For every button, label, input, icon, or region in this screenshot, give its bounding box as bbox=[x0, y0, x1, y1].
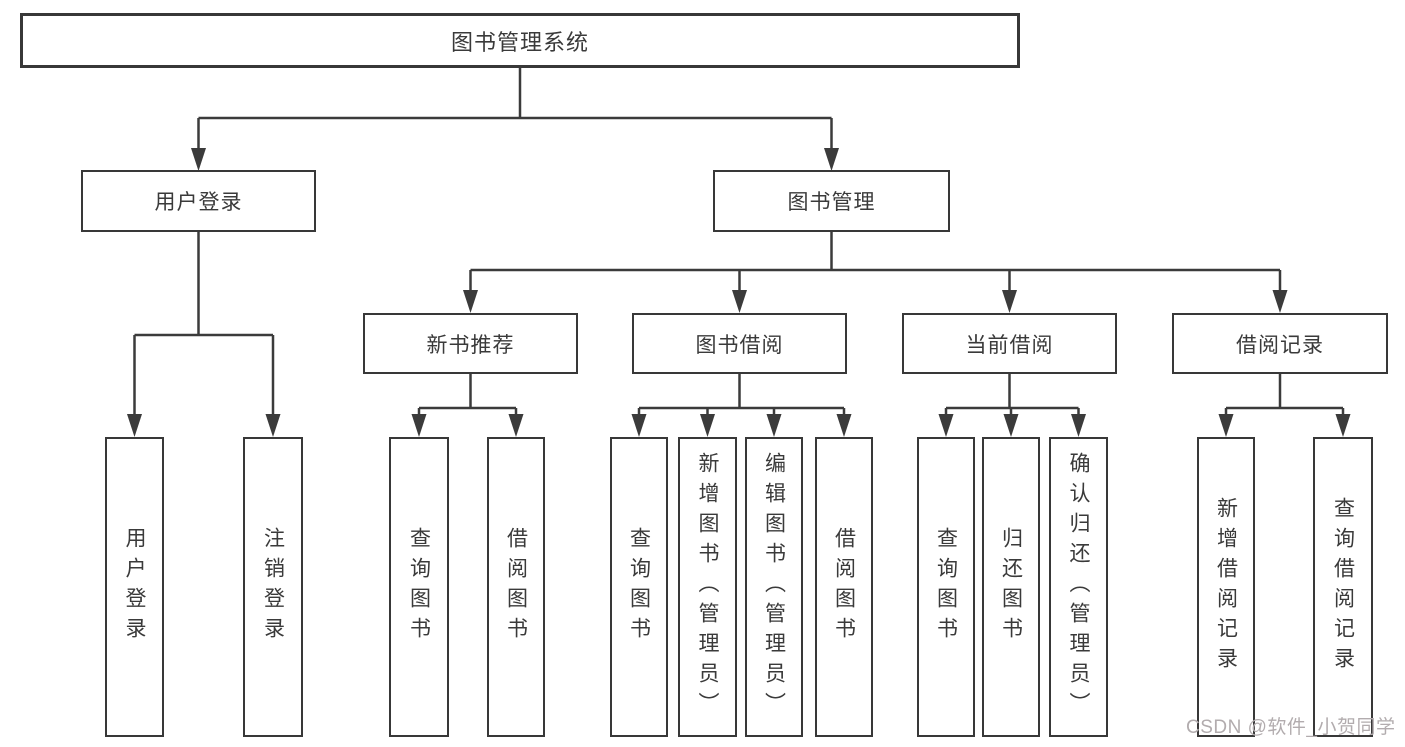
watermark: CSDN @软件_小贺同学 bbox=[1186, 717, 1396, 738]
connector-borrow-record-children bbox=[1218, 374, 1351, 437]
leaf-user-login-label: 用户登录 bbox=[123, 527, 146, 647]
node-current-borrow-label: 当前借阅 bbox=[965, 333, 1054, 357]
node-user-login-label: 用户登录 bbox=[154, 191, 243, 214]
connector-root-to-level2 bbox=[191, 68, 839, 171]
leaf-borrow-book-2: 借阅图书 bbox=[815, 437, 873, 737]
leaf-query-borrow-record: 查询借阅记录 bbox=[1313, 437, 1373, 737]
leaf-add-book-admin-label: 新增图书（管理员） bbox=[696, 452, 719, 722]
node-current-borrow: 当前借阅 bbox=[902, 313, 1117, 374]
leaf-confirm-return-admin-label: 确认归还（管理员） bbox=[1067, 452, 1090, 722]
leaf-edit-book-admin: 编辑图书（管理员） bbox=[745, 437, 803, 737]
leaf-edit-book-admin-label: 编辑图书（管理员） bbox=[762, 452, 786, 722]
node-book-mgmt: 图书管理 bbox=[713, 170, 950, 232]
node-root-label: 图书管理系统 bbox=[450, 29, 589, 55]
leaf-query-book-2-label: 查询图书 bbox=[627, 527, 651, 647]
leaf-logout-label: 注销登录 bbox=[261, 527, 285, 647]
node-root: 图书管理系统 bbox=[20, 13, 1020, 68]
node-user-login: 用户登录 bbox=[81, 170, 316, 232]
leaf-query-book-1: 查询图书 bbox=[389, 437, 449, 737]
connector-new-book-children bbox=[411, 374, 524, 437]
leaf-query-borrow-record-label: 查询借阅记录 bbox=[1331, 497, 1355, 677]
leaf-borrow-book-1-label: 借阅图书 bbox=[504, 527, 528, 647]
node-book-borrow-label: 图书借阅 bbox=[695, 333, 784, 357]
leaf-logout: 注销登录 bbox=[243, 437, 303, 737]
leaf-add-book-admin: 新增图书（管理员） bbox=[678, 437, 737, 737]
leaf-add-borrow-record-label: 新增借阅记录 bbox=[1214, 497, 1238, 677]
connector-current-borrow-children bbox=[938, 374, 1086, 437]
connector-book-mgmt-to-modules bbox=[463, 232, 1288, 313]
leaf-return-book: 归还图书 bbox=[982, 437, 1040, 737]
leaf-query-book-3-label: 查询图书 bbox=[934, 527, 958, 647]
leaf-confirm-return-admin: 确认归还（管理员） bbox=[1049, 437, 1108, 737]
leaf-add-borrow-record: 新增借阅记录 bbox=[1197, 437, 1255, 737]
node-new-book-rec-label: 新书推荐 bbox=[426, 333, 515, 357]
leaf-return-book-label: 归还图书 bbox=[999, 527, 1023, 647]
node-book-borrow: 图书借阅 bbox=[632, 313, 847, 374]
connector-user-login-children bbox=[127, 232, 281, 437]
leaf-query-book-2: 查询图书 bbox=[610, 437, 668, 737]
leaf-query-book-1-label: 查询图书 bbox=[407, 527, 431, 647]
node-new-book-rec: 新书推荐 bbox=[363, 313, 578, 374]
connector-book-borrow-children bbox=[631, 374, 852, 437]
leaf-borrow-book-1: 借阅图书 bbox=[487, 437, 545, 737]
leaf-borrow-book-2-label: 借阅图书 bbox=[832, 527, 856, 647]
node-borrow-record: 借阅记录 bbox=[1172, 313, 1388, 374]
leaf-query-book-3: 查询图书 bbox=[917, 437, 975, 737]
node-book-mgmt-label: 图书管理 bbox=[787, 191, 876, 214]
node-borrow-record-label: 借阅记录 bbox=[1236, 333, 1324, 357]
leaf-user-login: 用户登录 bbox=[105, 437, 164, 737]
